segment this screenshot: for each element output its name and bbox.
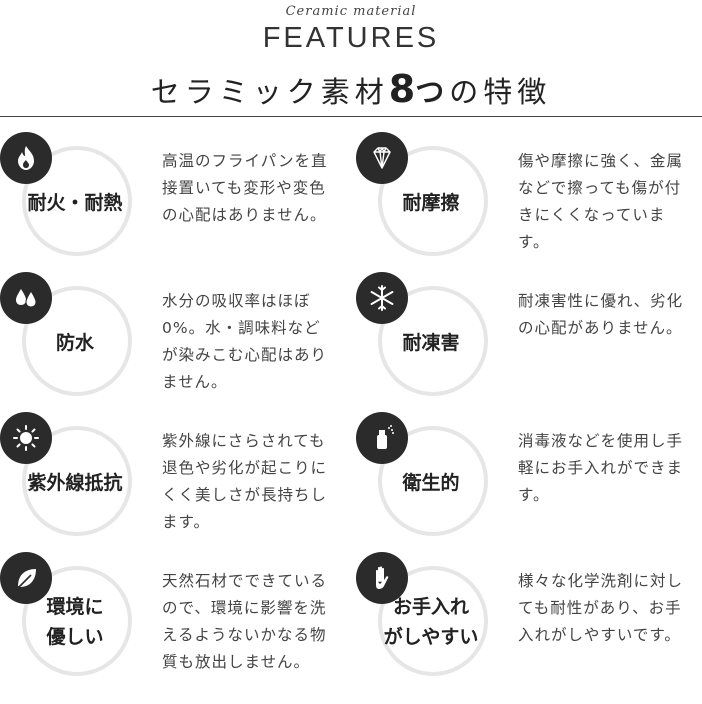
- headline-prefix: セラミック素材: [150, 75, 389, 109]
- spray-bottle-icon: [356, 412, 408, 464]
- feature-uv-resistance: 紫外線抵抗 紫外線にさらされても退色や劣化が起こりにくく美しさが長持ちします。: [0, 412, 340, 564]
- snowflake-icon: [356, 272, 408, 324]
- sun-icon: [0, 412, 52, 464]
- feature-eco-friendly: 環境に優しい 天然石材でできているので、環境に影響を洗えるようないかなる物質も放…: [0, 552, 340, 704]
- hand-icon: [356, 552, 408, 604]
- feature-heat-resistance: 耐火・耐熱 高温のフライパンを直接置いても変形や変色の心配はありません。: [0, 132, 340, 284]
- feature-description: 天然石材でできているので、環境に影響を洗えるようないかなる物質も放出しません。: [162, 572, 328, 671]
- headline: セラミック素材8つの特徴: [0, 67, 702, 111]
- feature-easy-care: お手入れがしやすい 様々な化学洗剤に対しても耐性があり、お手入れがしやすいです。: [356, 552, 696, 704]
- divider: [0, 116, 702, 117]
- feature-waterproof: 防水 水分の吸収率はほぼ0%。水・調味料などが染みこむ心配はありません。: [0, 272, 340, 424]
- feature-description: 傷や摩擦に強く、金属などで擦っても傷が付きにくくなっています。: [518, 152, 684, 251]
- script-subtitle: Ceramic material: [285, 4, 417, 19]
- feature-description: 紫外線にさらされても退色や劣化が起こりにくく美しさが長持ちします。: [162, 432, 328, 531]
- feature-label: お手入れがしやすい: [383, 596, 479, 648]
- feature-description: 水分の吸収率はほぼ0%。水・調味料などが染みこむ心配はありません。: [162, 292, 328, 391]
- headline-number: 8: [388, 67, 416, 111]
- feature-frost-resistance: 耐凍害 耐凍害性に優れ、劣化の心配がありません。: [356, 272, 696, 424]
- feature-label: 環境に優しい: [46, 596, 104, 648]
- water-drops-icon: [0, 272, 52, 324]
- feature-label: 耐火・耐熱: [27, 192, 123, 214]
- feature-label: 防水: [55, 332, 94, 354]
- headline-suffix: の特徴: [449, 75, 552, 109]
- diamond-icon: [356, 132, 408, 184]
- feature-abrasion-resistance: 耐摩擦 傷や摩擦に強く、金属などで擦っても傷が付きにくくなっています。: [356, 132, 696, 284]
- feature-hygienic: 衛生的 消毒液などを使用し手軽にお手入れができます。: [356, 412, 696, 564]
- headline-counter: つ: [415, 75, 450, 109]
- features-title: FEATURES: [262, 22, 440, 54]
- feature-description: 耐凍害性に優れ、劣化の心配がありません。: [518, 292, 684, 337]
- feature-label: 耐凍害: [402, 332, 460, 354]
- feature-description: 消毒液などを使用し手軽にお手入れができます。: [518, 432, 684, 504]
- feature-label: 衛生的: [402, 472, 460, 494]
- feature-label: 耐摩擦: [402, 192, 460, 214]
- feature-label: 紫外線抵抗: [27, 472, 123, 494]
- fire-icon: [0, 132, 52, 184]
- feature-description: 様々な化学洗剤に対しても耐性があり、お手入れがしやすいです。: [518, 572, 684, 644]
- leaf-icon: [0, 552, 52, 604]
- feature-description: 高温のフライパンを直接置いても変形や変色の心配はありません。: [162, 152, 328, 224]
- header: Ceramic material FEATURES セラミック素材8つの特徴: [0, 0, 702, 118]
